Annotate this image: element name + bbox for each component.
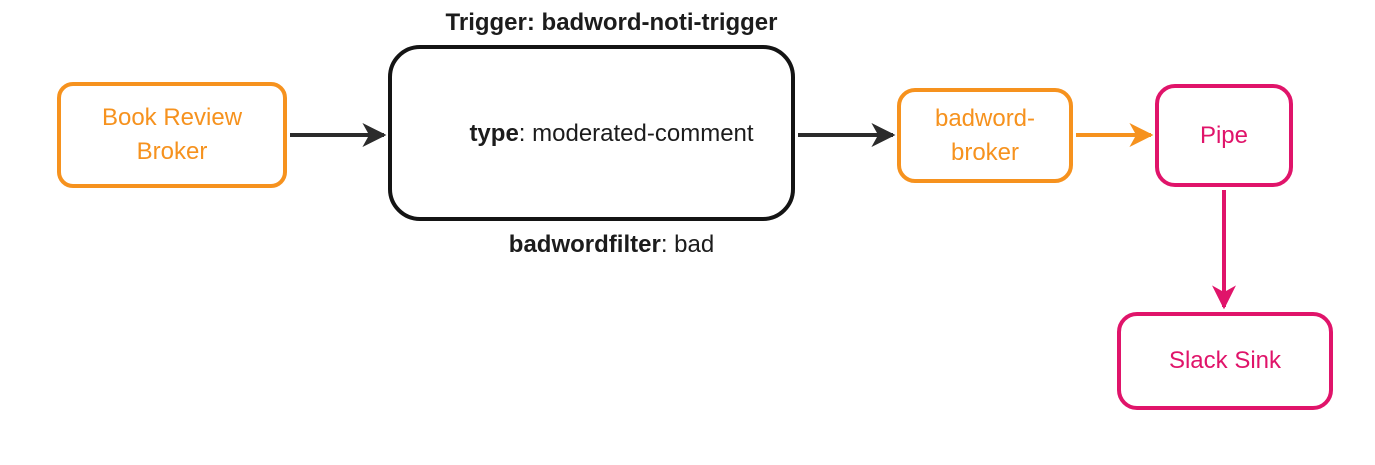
node-label-line: broker bbox=[950, 138, 1020, 166]
node-slack-sink: Slack Sink bbox=[1117, 312, 1333, 410]
trigger-type-line: type: moderated-comment bbox=[469, 119, 754, 147]
trigger-name-line: Trigger: badword-noti-trigger bbox=[445, 8, 778, 36]
node-label-line: Book Review bbox=[101, 104, 243, 131]
node-badword-broker: badword- broker bbox=[897, 88, 1073, 183]
node-pipe: Pipe bbox=[1155, 84, 1293, 187]
node-book-review-broker: Book Review Broker bbox=[57, 82, 287, 188]
trigger-filter-line: badwordfilter: bad bbox=[508, 230, 715, 258]
node-label-line: badword- bbox=[934, 104, 1036, 132]
node-trigger-details: Trigger: badword-noti-trigger type: mode… bbox=[388, 9, 795, 258]
node-label: Slack Sink bbox=[1168, 347, 1282, 374]
node-label-line: Broker bbox=[136, 138, 208, 165]
node-label: Pipe bbox=[1199, 121, 1249, 149]
